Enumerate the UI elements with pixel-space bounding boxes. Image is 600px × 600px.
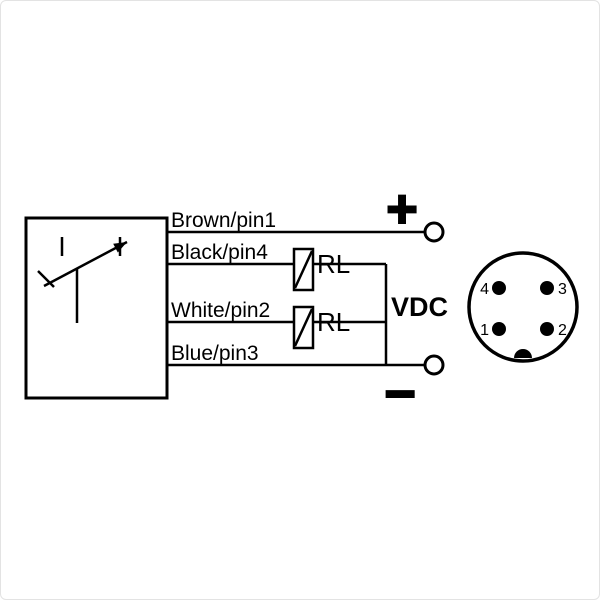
connector-pin1-number: 1 <box>480 322 489 339</box>
switch-lever-line <box>43 240 128 288</box>
connector-outline <box>467 251 579 363</box>
load-rl-white <box>292 305 315 350</box>
connector-pin3-dot <box>540 281 554 295</box>
connector-pin3-number: 3 <box>558 281 567 298</box>
negative-terminal <box>423 354 445 376</box>
plus-symbol: + <box>386 179 418 239</box>
wire-label-brown: Brown/pin1 <box>171 209 276 232</box>
load-rl-black <box>292 247 315 292</box>
connector-face: 4 3 1 2 <box>467 251 579 363</box>
connector-pin1-dot <box>492 322 506 336</box>
load-rl-black-label: RL <box>317 249 350 279</box>
positive-terminal <box>423 221 445 243</box>
connector-pin4-dot <box>492 281 506 295</box>
load-rl-white-diagonal <box>293 308 314 347</box>
wire-label-blue: Blue/pin3 <box>171 342 259 365</box>
switch-actuator-tick <box>37 270 55 288</box>
minus-symbol: − <box>384 364 416 424</box>
vdc-label: VDC <box>391 292 448 322</box>
connector-keyway-notch <box>514 349 532 358</box>
connector-pin2-number: 2 <box>558 322 567 339</box>
switch-symbol <box>37 237 128 323</box>
connector-pin4-number: 4 <box>480 281 489 298</box>
sensor-body-outline <box>24 216 169 400</box>
switch-arrowhead-icon <box>113 242 127 253</box>
connector-pin2-dot <box>540 322 554 336</box>
wire-label-black: Black/pin4 <box>171 241 268 264</box>
load-rl-black-diagonal <box>293 250 314 289</box>
wire-label-white: White/pin2 <box>171 299 270 322</box>
load-rl-white-label: RL <box>317 307 350 337</box>
